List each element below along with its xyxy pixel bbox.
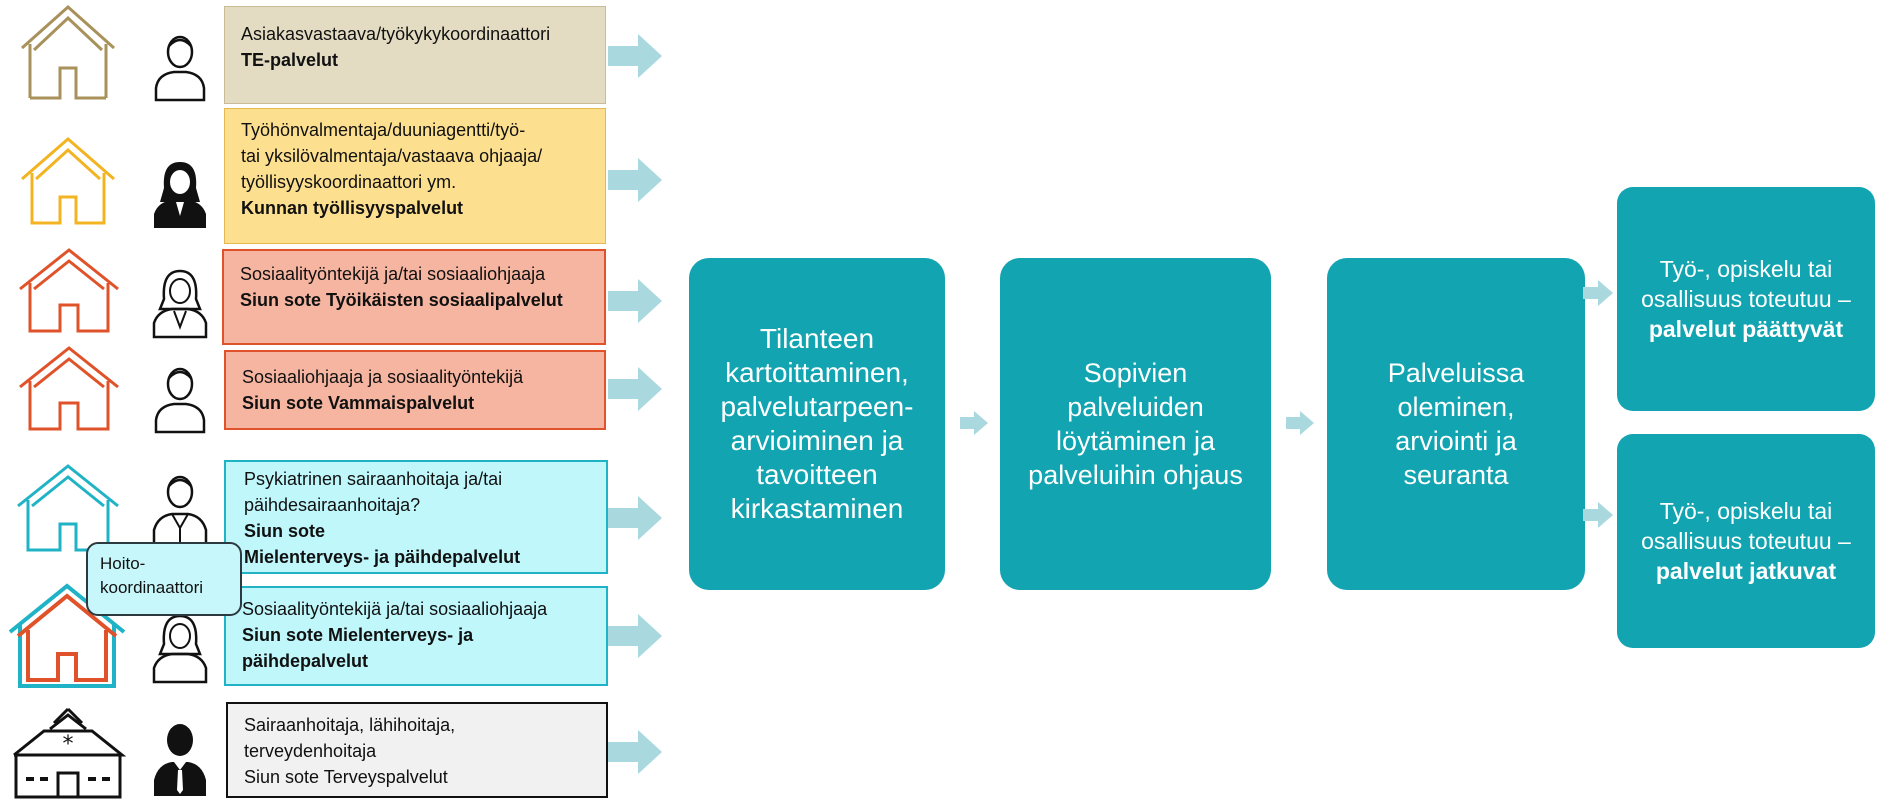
outcome-services-continue: Työ-, opiskelu tai osallisuus toteutuu –… — [1617, 434, 1875, 648]
role-box-vammaispalvelut: Sosiaaliohjaaja ja sosiaalityöntekijä Si… — [224, 350, 606, 430]
role-description: Sairaanhoitaja, lähihoitaja, terveydenho… — [244, 715, 456, 761]
arrow-right-icon — [1583, 502, 1613, 528]
role-description: Psykiatrinen sairaanhoitaja ja/tai päihd… — [244, 469, 503, 515]
role-description: Työhönvalmentaja/duuniagentti/työ- tai y… — [241, 120, 543, 192]
person-female-icon — [152, 614, 208, 684]
role-box-kunnan-tyollisyyspalvelut: Työhönvalmentaja/duuniagentti/työ- tai y… — [224, 108, 606, 244]
arrow-right-icon — [1583, 280, 1613, 306]
arrow-right-icon — [960, 411, 988, 435]
arrow-right-icon — [608, 279, 662, 323]
outcome-text: Työ-, opiskelu tai osallisuus toteutuu – — [1641, 498, 1851, 554]
svg-text:*: * — [63, 732, 74, 757]
step-text: Palveluissa oleminen, arviointi ja seura… — [1387, 358, 1525, 490]
process-step-in-services: Palveluissa oleminen, arviointi ja seura… — [1327, 258, 1585, 590]
outcome-services-end: Työ-, opiskelu tai osallisuus toteutuu –… — [1617, 187, 1875, 411]
role-box-terveyspalvelut: Sairaanhoitaja, lähihoitaja, terveydenho… — [226, 702, 608, 798]
house-icon-vammais — [19, 346, 119, 431]
role-organization: Kunnan työllisyyspalvelut — [241, 198, 464, 218]
role-organization: Siun sote Vammaispalvelut — [242, 393, 475, 413]
role-description: Sosiaalityöntekijä ja/tai sosiaaliohjaaj… — [242, 599, 548, 619]
callout-line: koordinaattori — [100, 578, 204, 597]
role-organization: TE-palvelut — [241, 50, 339, 70]
outcome-text: Työ-, opiskelu tai osallisuus toteutuu – — [1641, 256, 1851, 312]
role-organization: Siun sote Terveyspalvelut — [244, 767, 448, 787]
person-male-icon — [154, 367, 206, 434]
role-organization: Siun sote Työikäisten sosiaalipalvelut — [240, 290, 563, 310]
step-text: Sopivien palveluiden löytäminen ja palve… — [1028, 358, 1243, 490]
arrow-right-icon — [1286, 411, 1314, 435]
person-male-suit-icon — [152, 475, 208, 548]
house-icon-mielenterveys — [17, 464, 119, 552]
arrow-right-icon — [608, 614, 662, 658]
person-female-icon — [154, 162, 206, 228]
person-male-icon — [154, 35, 206, 102]
role-description: Sosiaaliohjaaja ja sosiaalityöntekijä — [242, 367, 524, 387]
process-step-finding-services: Sopivien palveluiden löytäminen ja palve… — [1000, 258, 1271, 590]
role-box-te-palvelut: Asiakasvastaava/työkykykoordinaattori TE… — [224, 6, 606, 104]
arrow-right-icon — [608, 158, 662, 202]
role-description: Sosiaalityöntekijä ja/tai sosiaaliohjaaj… — [240, 264, 546, 284]
arrow-right-icon — [608, 34, 662, 78]
health-center-icon: * — [13, 707, 126, 799]
care-coordinator-callout: Hoito- koordinaattori — [86, 542, 242, 616]
role-description: Asiakasvastaava/työkykykoordinaattori — [241, 24, 551, 44]
outcome-result: palvelut päättyvät — [1648, 316, 1844, 342]
house-icon-tyoikaisten — [19, 248, 119, 333]
role-box-mielenterveys-sosiaalityo: Sosiaalityöntekijä ja/tai sosiaaliohjaaj… — [224, 586, 608, 686]
role-organization: Siun sote Mielenterveys- ja päihdepalvel… — [244, 521, 521, 567]
arrow-right-icon — [608, 730, 662, 774]
person-male-suit-icon — [154, 724, 206, 796]
role-box-mielenterveys-psykiatrinen: Psykiatrinen sairaanhoitaja ja/tai päihd… — [224, 460, 608, 574]
outcome-result: palvelut jatkuvat — [1655, 558, 1837, 584]
process-step-mapping: Tilanteen kartoittaminen, palvelutarpeen… — [689, 258, 945, 590]
role-box-tyoikaisten-sosiaalipalvelut: Sosiaalityöntekijä ja/tai sosiaaliohjaaj… — [222, 249, 606, 345]
arrow-right-icon — [608, 367, 662, 411]
role-organization: Siun sote Mielenterveys- ja päihdepalvel… — [242, 625, 474, 671]
house-icon-double — [8, 583, 126, 688]
house-icon-kunta — [21, 137, 115, 225]
person-female-icon — [152, 269, 208, 339]
step-text: Tilanteen kartoittaminen, palvelutarpeen… — [720, 323, 914, 524]
callout-line: Hoito- — [100, 554, 146, 573]
house-icon-te — [21, 4, 115, 100]
arrow-right-icon — [608, 496, 662, 540]
